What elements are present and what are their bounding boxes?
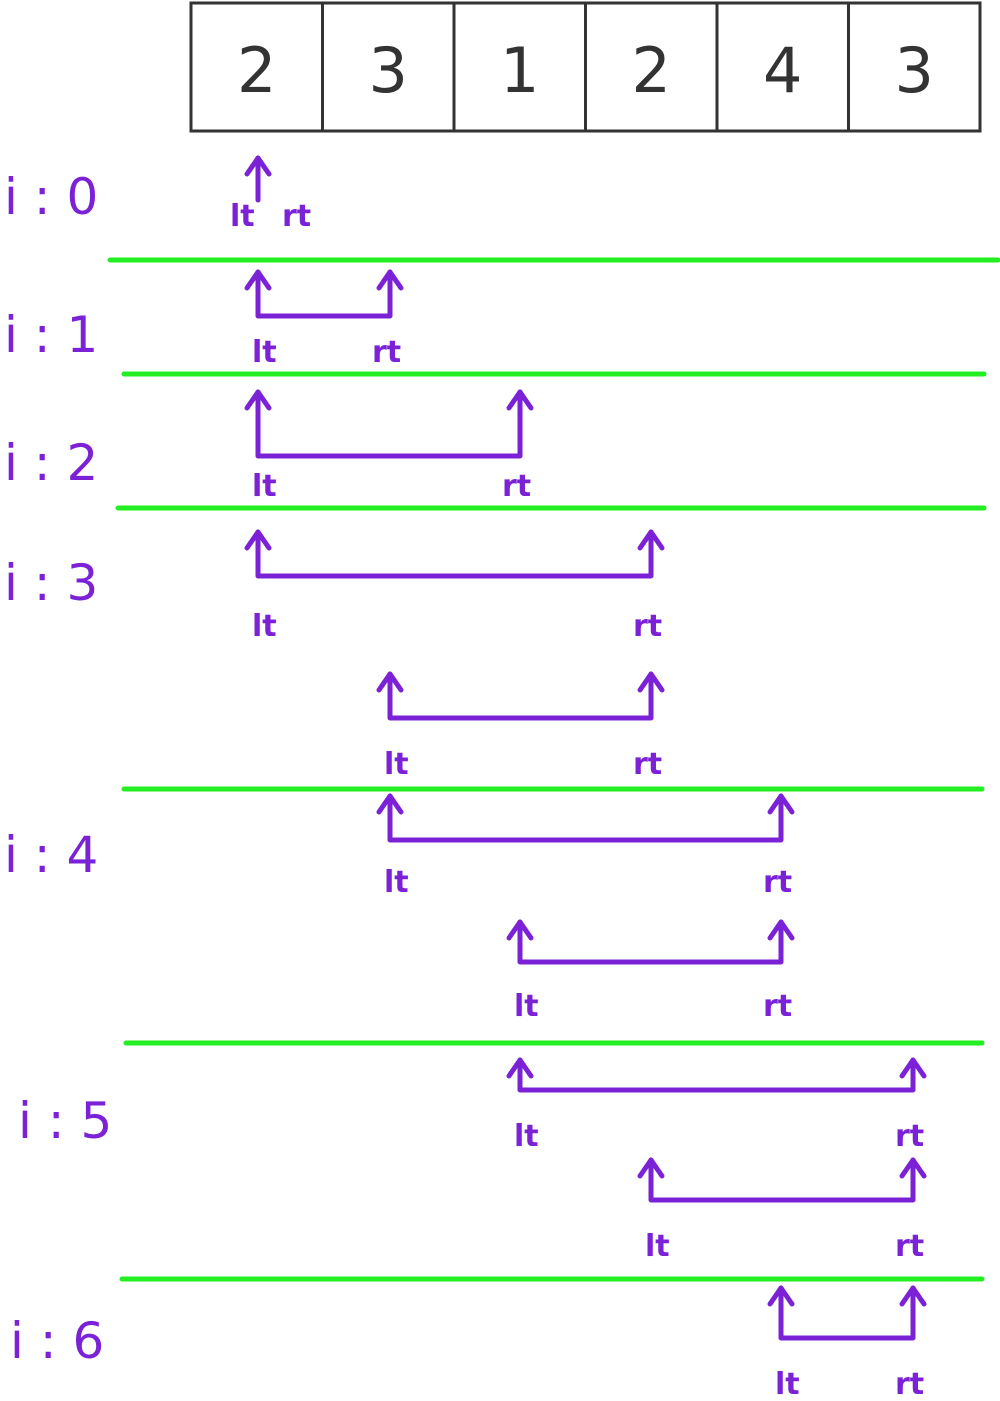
pointer-arrowhead	[637, 1157, 665, 1179]
pointer-arrowhead	[244, 389, 272, 411]
window-bracket: lt rt	[376, 793, 795, 900]
window-span	[517, 919, 784, 965]
pointer-arrowhead	[767, 793, 795, 815]
pointer-arrowhead	[899, 1057, 927, 1079]
left-pointer-label: lt	[514, 989, 539, 1024]
pointer-arrowhead	[637, 671, 665, 693]
pointer-arrowhead	[244, 529, 272, 551]
pointer-arrowhead	[506, 389, 534, 411]
array-cell-value: 2	[632, 34, 671, 107]
iteration-row: i : 4 lt rt lt rt	[4, 793, 795, 1024]
array-cell-value: 1	[500, 34, 539, 107]
window-bracket: lt rt	[244, 269, 404, 370]
window-span	[648, 1157, 916, 1203]
pointer-arrowhead	[376, 793, 404, 815]
right-pointer-label: rt	[895, 1119, 924, 1154]
iteration-label: i : 0	[4, 168, 98, 226]
right-pointer-label: rt	[633, 609, 662, 644]
left-pointer-label: lt	[252, 609, 277, 644]
array-cell-border	[847, 1, 982, 133]
iteration-label: i : 2	[4, 434, 98, 492]
pointer-arrowhead	[637, 529, 665, 551]
pointer-arrowhead	[376, 671, 404, 693]
window-span	[255, 529, 654, 579]
right-pointer-label: rt	[372, 335, 401, 370]
window-bracket: lt rt	[506, 1057, 927, 1154]
array-cell: 3	[321, 1, 456, 133]
iteration-row: i : 3 lt rt lt rt	[4, 529, 665, 782]
right-pointer-label: rt	[763, 865, 792, 900]
iteration-row: i : 2 lt rt	[4, 389, 534, 504]
window-span	[255, 269, 393, 319]
pointer-arrowhead	[506, 1057, 534, 1079]
array-cell: 3	[847, 1, 982, 133]
pointer-arrowhead	[506, 919, 534, 941]
window-bracket: lt rt	[376, 671, 665, 782]
array-cells: 2 3 1 2 4 3	[189, 1, 982, 133]
window-span	[255, 389, 523, 459]
window-bracket: lt rt	[244, 389, 534, 504]
pointer-arrowhead	[244, 269, 272, 291]
array-cell-value: 3	[895, 34, 934, 107]
pointer-arrowhead	[767, 919, 795, 941]
iteration-row: i : 6 lt rt	[10, 1285, 927, 1401]
right-pointer-label: rt	[763, 989, 792, 1024]
window-bracket: lt rt	[506, 919, 795, 1024]
iteration-label: i : 6	[10, 1312, 104, 1370]
pointer-arrowhead	[376, 269, 404, 291]
array-cell: 4	[715, 1, 850, 133]
window-bracket: lt rt	[637, 1157, 927, 1264]
left-pointer-label: lt	[230, 199, 255, 234]
pointer-arrowhead	[244, 155, 272, 177]
left-pointer-label: lt	[775, 1367, 800, 1401]
array-cell: 2	[584, 1, 719, 133]
right-pointer-label: rt	[633, 747, 662, 782]
window-span	[778, 1285, 916, 1341]
left-pointer-label: lt	[384, 747, 409, 782]
left-pointer-label: lt	[514, 1119, 539, 1154]
iteration-label: i : 4	[4, 826, 98, 884]
array-cell-value: 2	[237, 34, 276, 107]
pointer-arrowhead	[899, 1285, 927, 1307]
window-span	[517, 1057, 916, 1093]
array-cell: 1	[452, 1, 587, 133]
window-span	[387, 793, 784, 843]
separator-lines	[107, 257, 1000, 1282]
window-bracket: lt rt	[767, 1285, 927, 1401]
right-pointer-label: rt	[895, 1229, 924, 1264]
right-pointer-label: rt	[282, 199, 311, 234]
array-cell-value: 3	[369, 34, 408, 107]
left-pointer-label: lt	[384, 865, 409, 900]
iteration-label: i : 3	[4, 554, 98, 612]
iteration-row: i : 1 lt rt	[4, 269, 404, 370]
array-cell-value: 4	[763, 34, 802, 107]
pointer-arrowhead	[767, 1285, 795, 1307]
right-pointer-label: rt	[502, 469, 531, 504]
left-pointer-label: lt	[252, 469, 277, 504]
right-pointer-label: rt	[895, 1367, 924, 1401]
window-span	[387, 671, 654, 721]
window-bracket: lt rt	[244, 529, 665, 644]
iteration-label: i : 5	[18, 1092, 112, 1150]
array-cell: 2	[189, 1, 324, 133]
pointer-arrowhead	[899, 1157, 927, 1179]
iteration-row: i : 5 lt rt lt rt	[18, 1057, 927, 1264]
left-pointer-label: lt	[252, 335, 277, 370]
left-pointer-label: lt	[645, 1229, 670, 1264]
iteration-label: i : 1	[4, 306, 98, 364]
